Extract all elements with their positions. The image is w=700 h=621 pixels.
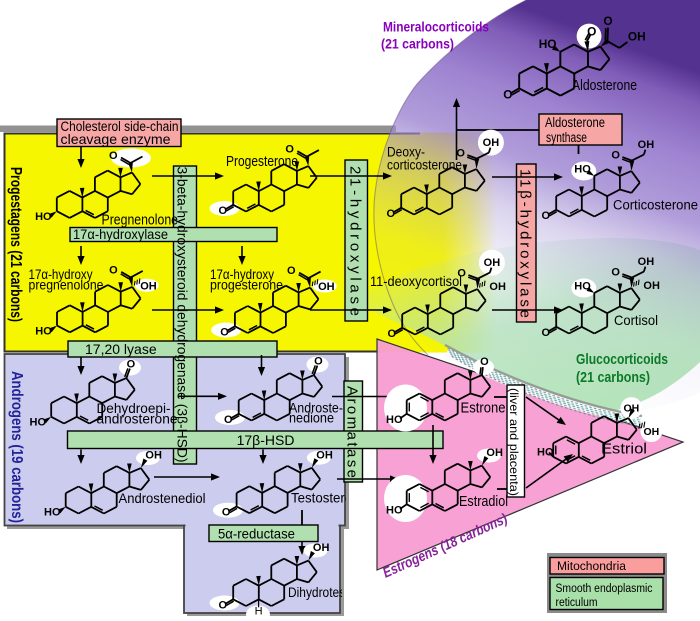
svg-text:androsterone: androsterone [97, 411, 178, 427]
svg-text:O: O [287, 265, 296, 277]
svg-text:OH: OH [145, 450, 162, 462]
svg-text:5α-reductase: 5α-reductase [218, 526, 295, 542]
svg-text:Deoxy-: Deoxy- [387, 145, 425, 160]
svg-text:HO: HO [537, 447, 554, 459]
svg-text:Estrone: Estrone [461, 400, 506, 417]
svg-text:Aldosterone: Aldosterone [572, 78, 637, 94]
svg-text:Dihydrotestosterone: Dihydrotestosterone [288, 584, 395, 600]
svg-text:Estriol: Estriol [601, 441, 647, 458]
svg-text:HO: HO [574, 280, 591, 292]
svg-text:O: O [109, 264, 118, 276]
svg-text:nedione: nedione [289, 410, 334, 426]
svg-text:HO: HO [574, 163, 591, 175]
svg-text:O: O [314, 356, 323, 368]
svg-text:O: O [224, 414, 233, 426]
svg-text:O: O [387, 208, 396, 220]
svg-text:O: O [127, 359, 136, 371]
svg-text:Mitochondria: Mitochondria [557, 559, 626, 573]
svg-text:(21 carbons): (21 carbons) [381, 37, 454, 52]
svg-text:HO: HO [539, 37, 557, 51]
svg-text:cleavage enzyme: cleavage enzyme [61, 131, 171, 147]
svg-text:OH: OH [489, 281, 506, 293]
svg-text:OH: OH [643, 280, 660, 292]
svg-text:3-beta-hydroxysteroid dehydrog: 3-beta-hydroxysteroid dehydrogenase (3β-… [175, 167, 190, 463]
svg-text:HO: HO [386, 505, 403, 517]
svg-text:OH: OH [628, 29, 646, 43]
svg-text:OH: OH [140, 280, 157, 292]
svg-text:Cholesterol side-chain: Cholesterol side-chain [61, 118, 179, 134]
svg-text:Pregnenolone: Pregnenolone [102, 213, 179, 229]
svg-text:Dehydroepi-: Dehydroepi- [97, 400, 171, 416]
svg-text:17,20 lyase: 17,20 lyase [85, 341, 157, 357]
svg-text:HO: HO [30, 417, 47, 429]
svg-text:O: O [222, 507, 231, 519]
svg-text:Glucocorticoids: Glucocorticoids [576, 351, 668, 368]
svg-text:O: O [219, 205, 228, 217]
svg-text:O: O [219, 600, 228, 612]
svg-text:Androste-: Androste- [289, 400, 343, 416]
svg-text:11-deoxycortisol: 11-deoxycortisol [370, 274, 462, 289]
svg-text:17α-hydroxy: 17α-hydroxy [210, 266, 274, 282]
svg-text:11β-hydroxylase: 11β-hydroxylase [517, 169, 534, 318]
svg-text:Aromatase: Aromatase [344, 386, 361, 478]
svg-text:pregnenolone: pregnenolone [29, 277, 104, 293]
svg-text:OH: OH [644, 426, 660, 438]
svg-text:Mineralocorticoids: Mineralocorticoids [383, 20, 489, 35]
svg-text:O: O [603, 14, 612, 28]
svg-text:O: O [611, 267, 620, 279]
svg-text:Testosterone: Testosterone [291, 490, 367, 506]
svg-text:O: O [220, 327, 229, 339]
svg-text:17β-HSD: 17β-HSD [237, 432, 295, 448]
svg-text:Aldosterone: Aldosterone [545, 115, 605, 130]
svg-text:(21 carbons): (21 carbons) [576, 369, 650, 386]
svg-text:Estradiol: Estradiol [459, 493, 508, 510]
svg-text:OH: OH [484, 257, 501, 269]
svg-text:OH: OH [638, 256, 655, 268]
svg-text:HO: HO [386, 414, 403, 426]
svg-text:O: O [480, 356, 489, 368]
svg-text:Androstenediol: Androstenediol [119, 490, 206, 506]
svg-text:O: O [587, 24, 596, 38]
svg-text:OH: OH [316, 449, 333, 461]
svg-text:O: O [388, 328, 397, 340]
svg-text:O: O [457, 268, 466, 280]
svg-text:Corticosterone: Corticosterone [613, 198, 698, 213]
svg-text:HO: HO [35, 325, 52, 337]
svg-text:OH: OH [638, 139, 655, 151]
svg-text:O: O [456, 148, 465, 160]
svg-text:H: H [255, 605, 263, 617]
svg-text:17α-hydroxy: 17α-hydroxy [29, 266, 93, 282]
svg-text:reticulum: reticulum [556, 595, 598, 609]
svg-text:Cortisol: Cortisol [614, 312, 658, 328]
svg-text:Androgens (19 carbons): Androgens (19 carbons) [8, 371, 25, 523]
svg-text:O: O [542, 327, 551, 339]
svg-text:Progesterone: Progesterone [226, 154, 298, 170]
svg-text:progesterone: progesterone [210, 277, 283, 293]
svg-text:OH: OH [313, 542, 330, 554]
svg-text:OH: OH [624, 403, 640, 415]
svg-text:O: O [542, 210, 551, 222]
svg-text:O: O [611, 150, 620, 162]
svg-text:corticosterone: corticosterone [387, 158, 462, 173]
svg-text:O: O [285, 144, 294, 156]
svg-text:OH: OH [483, 137, 500, 149]
svg-text:OH: OH [486, 447, 503, 459]
svg-text:HO: HO [44, 507, 61, 519]
svg-text:synthase: synthase [546, 130, 587, 145]
svg-text:O: O [109, 150, 118, 162]
svg-text:OH: OH [318, 281, 335, 293]
svg-text:(liver and placenta): (liver and placenta) [507, 388, 521, 496]
svg-text:Progestagens (21 carbons): Progestagens (21 carbons) [7, 167, 24, 322]
svg-text:17α-hydroxylase: 17α-hydroxylase [73, 226, 168, 242]
svg-text:HO: HO [35, 211, 52, 223]
svg-text:O: O [503, 87, 512, 101]
svg-text:Smooth endoplasmic: Smooth endoplasmic [556, 581, 653, 595]
